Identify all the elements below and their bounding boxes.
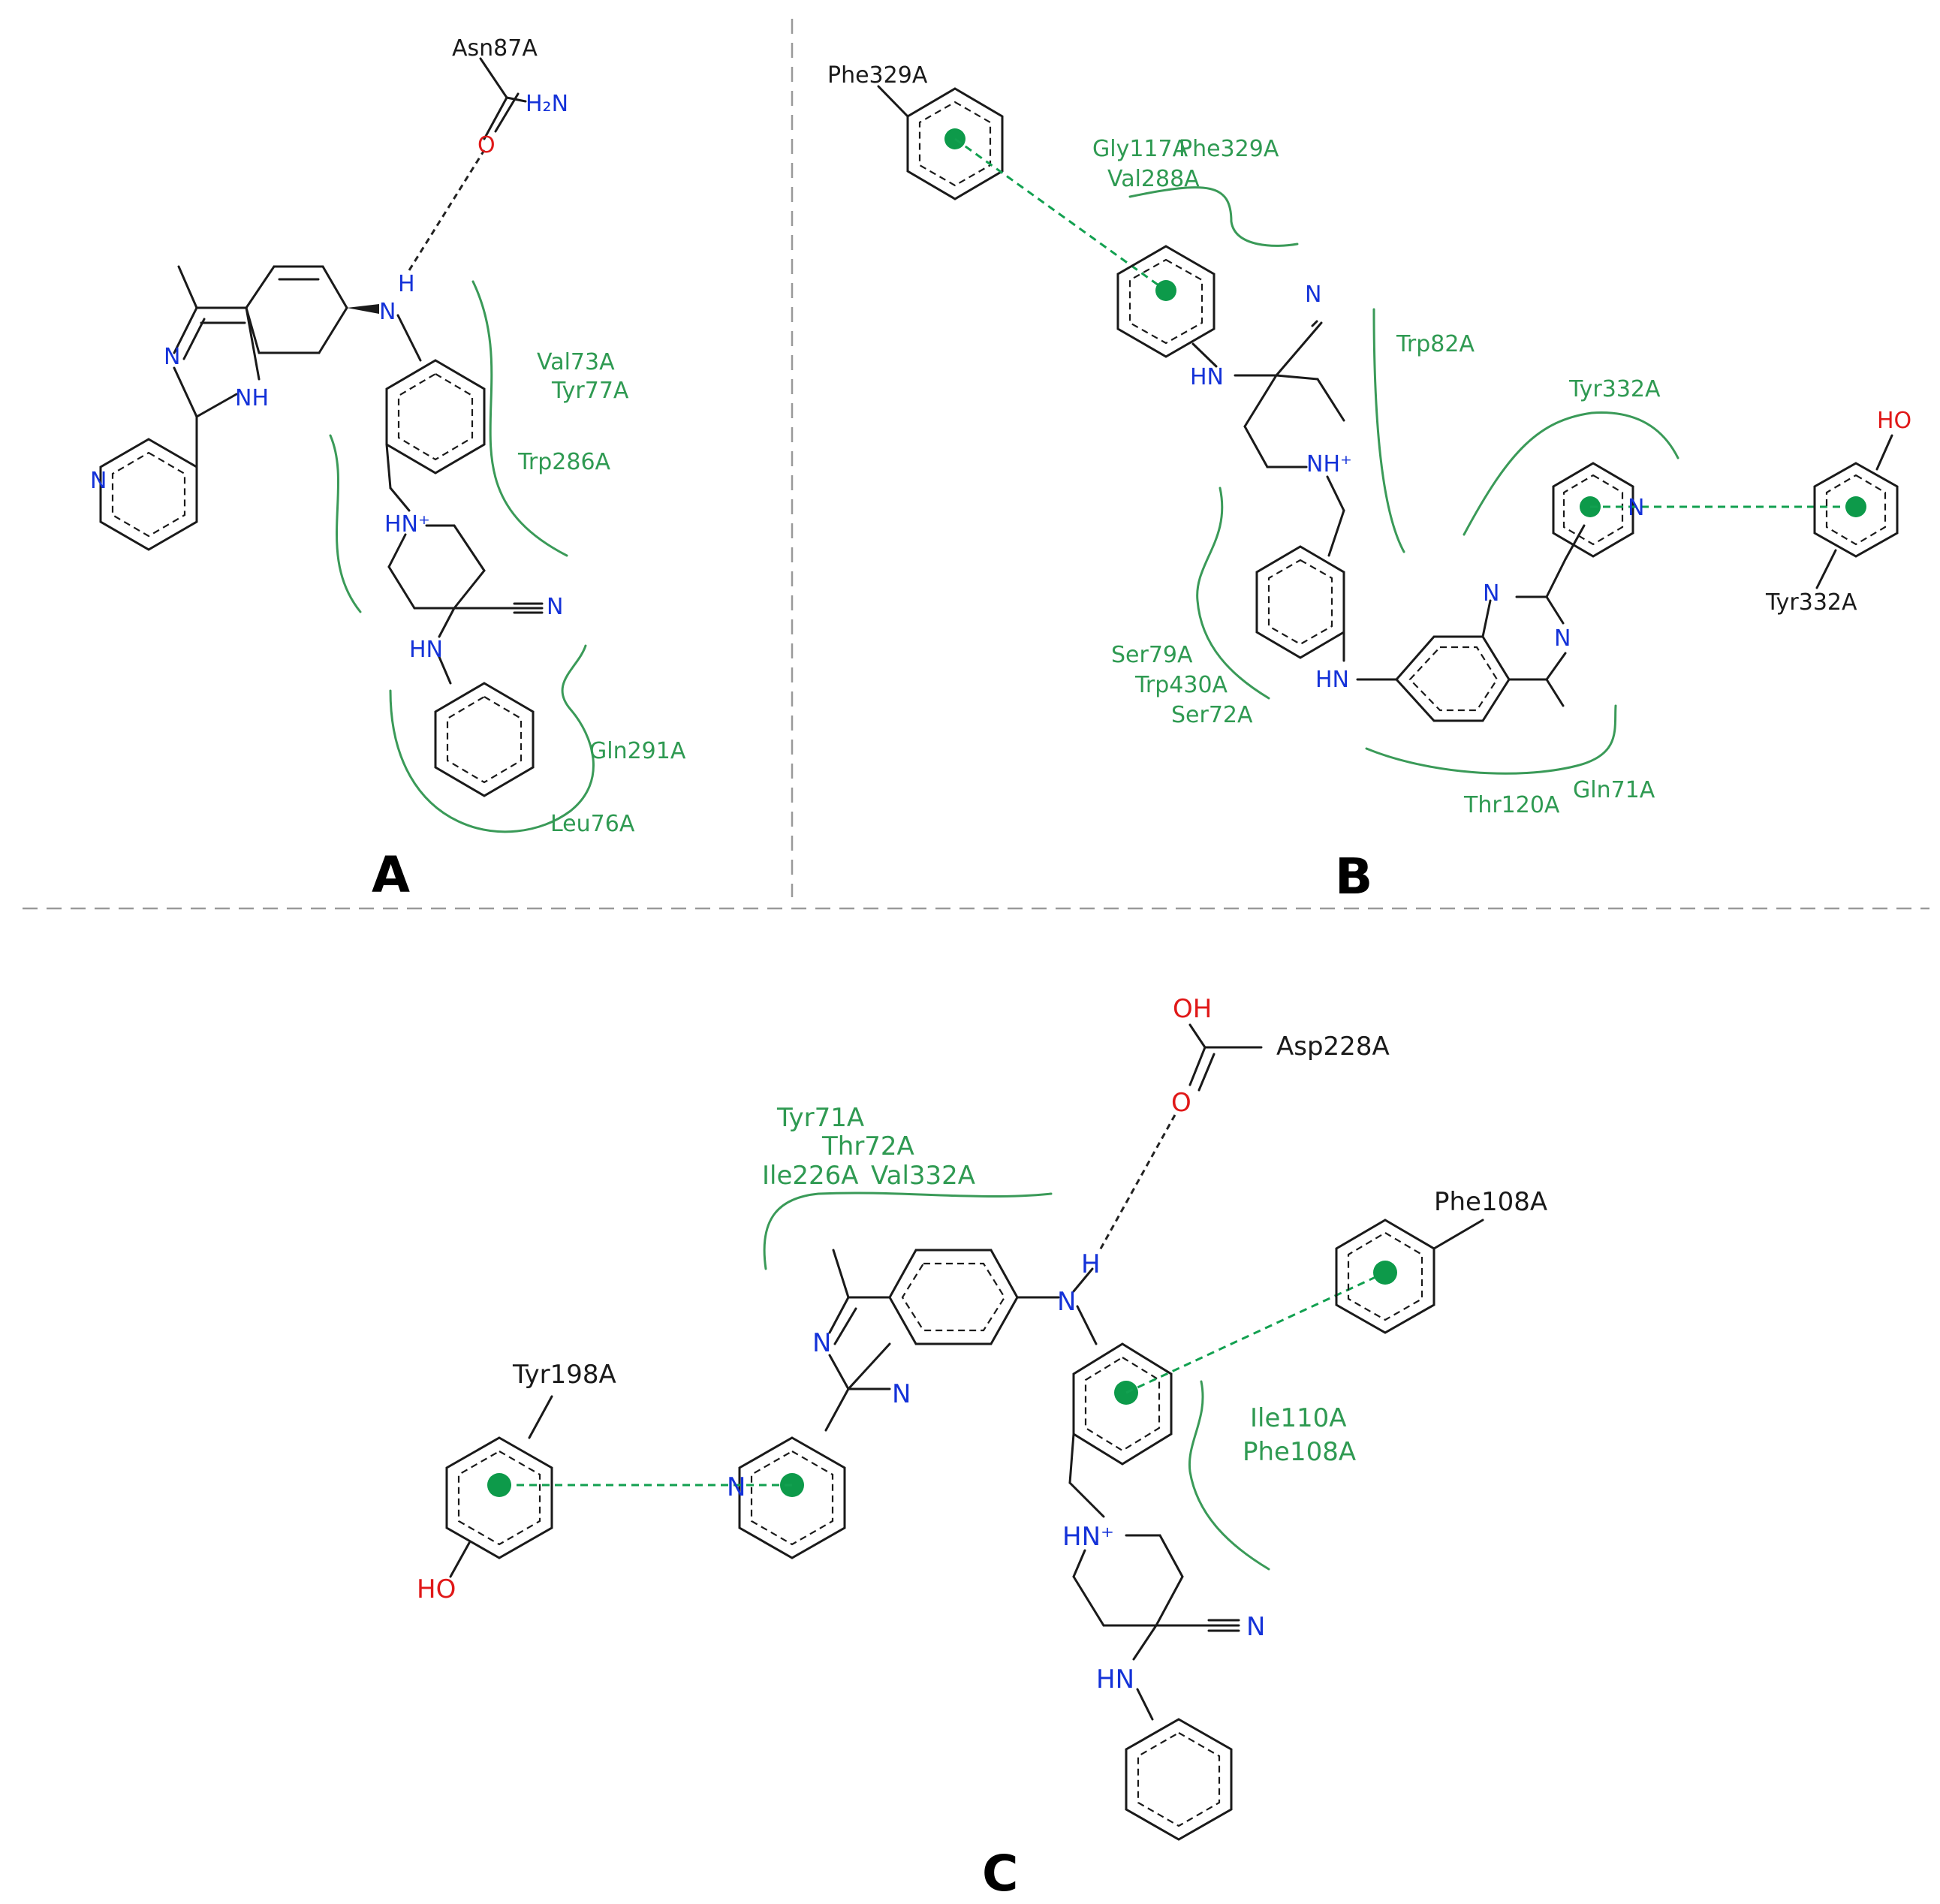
- b-top-phenyl-ring: [1116, 245, 1216, 358]
- a-residue-val73a: Val73A: [537, 349, 615, 375]
- b-residue-phe329a-black: Phe329A: [827, 62, 928, 89]
- c-hydrophobic-contour-2: [1188, 1380, 1270, 1571]
- b-atom-n-pyridine: N: [1628, 495, 1644, 521]
- c-residue-tyr71a: Tyr71A: [776, 1103, 864, 1133]
- b-atom-nh-plus: NH⁺: [1306, 451, 1352, 478]
- a-residue-asn87a: Asn87A: [452, 35, 538, 62]
- a-atom-nh: NH: [235, 385, 269, 411]
- panel-label-a: A: [372, 846, 410, 904]
- c-residue-phe108a-green: Phe108A: [1243, 1437, 1356, 1467]
- b-pi-center-tyr332a: [1845, 496, 1866, 517]
- a-phenyl-ring: [385, 359, 486, 474]
- c-atom-n-pyridine: N: [727, 1472, 746, 1502]
- a-atom-h: H: [398, 271, 415, 297]
- b-hydrophobic-contour-1: [1128, 186, 1299, 247]
- c-atom-n2: N: [892, 1379, 911, 1409]
- c-residue-val332a: Val332A: [871, 1161, 975, 1191]
- b-atom-hn-top: HN: [1190, 364, 1224, 390]
- b-atom-n1: N: [1483, 580, 1499, 607]
- c-hbond: [1098, 1114, 1176, 1251]
- a-residue-tyr77a: Tyr77A: [551, 378, 629, 404]
- b-hydrophobic-contour-4: [1196, 487, 1270, 700]
- a-hydrophobic-contour-2: [329, 434, 362, 613]
- b-tyr332a-ring: [1813, 462, 1899, 558]
- c-residue-phe108a-black: Phe108A: [1434, 1187, 1547, 1217]
- c-pi-stack-2: [1125, 1271, 1386, 1394]
- b-hydrophobic-contour-5: [1365, 704, 1617, 775]
- a-residue-trp286a: Trp286A: [517, 449, 611, 475]
- panel-c: OH O H N N N N HO HN⁺ N HN Asp228A Tyr71…: [417, 994, 1547, 1902]
- b-residue-ser79a: Ser79A: [1111, 642, 1193, 668]
- b-residue-tyr332a-green: Tyr332A: [1568, 376, 1661, 402]
- c-residue-ile226a: Ile226A: [762, 1161, 859, 1191]
- a-residue-leu76a: Leu76A: [550, 811, 635, 837]
- b-atom-hn-bottom: HN: [1315, 667, 1349, 693]
- c-tyr198a-ring: [445, 1436, 553, 1559]
- a-atom-o: O: [477, 132, 496, 158]
- panel-b: N HN NH⁺ HN N N N HO Phe329A Gly117A Phe…: [827, 62, 1911, 905]
- c-residue-thr72a: Thr72A: [821, 1131, 914, 1161]
- b-pi-stack-1: [954, 137, 1167, 292]
- b-atom-n2: N: [1554, 625, 1571, 652]
- panel-a: N N NH H N O H₂N HN⁺ N HN Asn87A Val73A …: [90, 35, 686, 904]
- b-residue-trp82a: Trp82A: [1396, 331, 1475, 357]
- a-hydrophobic-contour-3: [389, 644, 595, 833]
- a-atom-hn: HN: [409, 637, 443, 663]
- a-atom-n-quinazoline: N: [164, 344, 180, 370]
- c-hydrophobic-contour-1: [763, 1192, 1053, 1270]
- b-residue-ser72a: Ser72A: [1171, 702, 1253, 728]
- a-bottom-phenyl-ring: [434, 682, 535, 797]
- c-residue-asp228a: Asp228A: [1276, 1032, 1390, 1062]
- c-atom-ho: HO: [417, 1574, 456, 1604]
- b-residue-gln71a: Gln71A: [1573, 777, 1655, 803]
- c-atom-h: H: [1081, 1249, 1101, 1279]
- c-atom-n1: N: [812, 1328, 831, 1358]
- panel-label-b: B: [1335, 848, 1372, 905]
- b-hydrophobic-contour-3: [1463, 411, 1679, 536]
- b-hydrophobic-contour-2: [1372, 308, 1405, 553]
- b-quinazoline-benzo: [1394, 635, 1511, 722]
- b-residue-phe329a: Phe329A: [1179, 136, 1279, 162]
- b-atom-ho: HO: [1877, 408, 1911, 434]
- a-pyridine-ring: [99, 438, 198, 551]
- c-atom-n-amine: N: [1057, 1287, 1076, 1317]
- a-hydrophobic-contour-1: [471, 280, 568, 557]
- b-residue-trp430a: Trp430A: [1134, 672, 1228, 698]
- c-atom-hn: HN: [1096, 1664, 1134, 1695]
- b-pyridine-ring: [1552, 462, 1634, 558]
- c-pi-center-phe108a: [1373, 1261, 1397, 1285]
- b-residue-gly117a: Gly117A: [1092, 136, 1188, 162]
- b-residue-tyr332a-black: Tyr332A: [1765, 589, 1857, 616]
- panel-label-c: C: [982, 1845, 1018, 1902]
- c-residue-ile110a: Ile110A: [1250, 1403, 1347, 1433]
- b-pi-center-phenyl: [1155, 280, 1176, 301]
- b-atom-n-nitrile: N: [1305, 282, 1321, 308]
- c-atom-hn-plus: HN⁺: [1062, 1522, 1114, 1552]
- a-atom-h2n: H₂N: [526, 91, 568, 117]
- a-hbond: [408, 149, 486, 271]
- c-atom-n-nitrile: N: [1246, 1612, 1265, 1642]
- a-atom-hn-plus: HN⁺: [384, 511, 430, 538]
- c-pyridine-ring: [738, 1436, 846, 1559]
- c-pi-center-tyr198a: [487, 1473, 511, 1497]
- a-atom-n-pyridine: N: [90, 468, 107, 494]
- c-amine-phenyl-ring: [1072, 1342, 1173, 1466]
- c-atom-oh: OH: [1173, 994, 1212, 1024]
- a-atom-n-amine: N: [379, 299, 396, 325]
- b-residue-thr120a: Thr120A: [1463, 792, 1560, 818]
- b-middle-phenyl-ring: [1255, 545, 1345, 659]
- a-residue-gln291a: Gln291A: [589, 738, 686, 764]
- c-residue-tyr198a: Tyr198A: [512, 1360, 616, 1390]
- c-bottom-phenyl-ring: [1125, 1718, 1233, 1841]
- a-atom-n-nitrile: N: [547, 594, 563, 620]
- b-residue-val288a: Val288A: [1107, 166, 1200, 192]
- c-atom-o: O: [1171, 1088, 1191, 1118]
